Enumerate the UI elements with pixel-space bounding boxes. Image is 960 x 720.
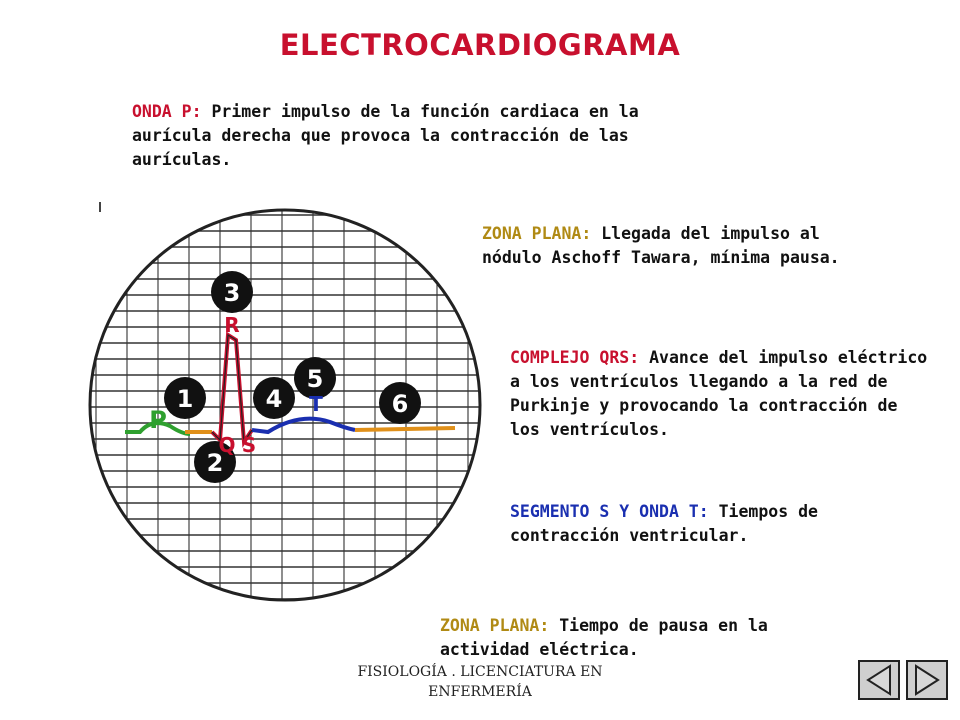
- zona-plana-1-label: ZONA PLANA:: [482, 224, 592, 243]
- marker-6: 6: [379, 382, 421, 424]
- svg-text:1: 1: [177, 385, 194, 413]
- marker-2: 2: [194, 441, 236, 483]
- complejo-qrs-label: COMPLEJO QRS:: [510, 348, 640, 367]
- segmento-st-label: SEGMENTO S Y ONDA T:: [510, 502, 709, 521]
- triangle-left-icon: [866, 664, 891, 696]
- p-wave: [125, 421, 191, 436]
- svg-text:2: 2: [207, 449, 224, 477]
- ecg-circle-border: [88, 208, 482, 602]
- next-slide-button[interactable]: [906, 660, 948, 700]
- footer-line-2: ENFERMERÍA: [428, 684, 532, 700]
- marker-3: 3: [211, 271, 253, 313]
- svg-text:3: 3: [224, 279, 241, 307]
- flat-segment-2: [354, 426, 456, 432]
- segmento-st-text: Tiempos de contracción ventricular.: [510, 502, 818, 545]
- svg-text:4: 4: [266, 385, 283, 413]
- triangle-right-icon: [915, 664, 940, 696]
- onda-p-text: Primer impulso de la función cardiaca en…: [132, 102, 639, 169]
- zona-plana-2-description: ZONA PLANA: Tiempo de pausa en la activi…: [440, 614, 860, 662]
- onda-p-label: ONDA P:: [132, 102, 202, 121]
- marker-5: 5: [294, 357, 336, 399]
- t-wave: [251, 416, 356, 435]
- complejo-qrs-description: COMPLEJO QRS: Avance del impulso eléctri…: [510, 346, 930, 442]
- q-label: Q: [218, 433, 235, 457]
- footer: FISIOLOGÍA . LICENCIATURA EN ENFERMERÍA: [310, 662, 650, 702]
- zona-plana-2-text: Tiempo de pausa en la actividad eléctric…: [440, 616, 768, 659]
- r-label: R: [224, 313, 239, 337]
- onda-p-description: ONDA P: Primer impulso de la función car…: [132, 100, 662, 172]
- svg-text:6: 6: [392, 390, 409, 418]
- segmento-st-description: SEGMENTO S Y ONDA T: Tiempos de contracc…: [510, 500, 930, 548]
- complejo-qrs-text: Avance del impulso eléctrico a los ventr…: [510, 348, 928, 439]
- p-label: P: [149, 406, 167, 434]
- page-title: ELECTROCARDIOGRAMA: [279, 28, 681, 62]
- zona-plana-2-label: ZONA PLANA:: [440, 616, 550, 635]
- footer-line-1: FISIOLOGÍA . LICENCIATURA EN: [357, 664, 603, 680]
- zona-plana-1-description: ZONA PLANA: Llegada del impulso al nódul…: [482, 222, 862, 270]
- marker-4: 4: [253, 377, 295, 419]
- svg-text:5: 5: [307, 365, 324, 393]
- marker-1: 1: [164, 377, 206, 419]
- s-label: S: [242, 433, 256, 457]
- t-label: T: [309, 392, 323, 416]
- prev-slide-button[interactable]: [858, 660, 900, 700]
- zona-plana-1-text: Llegada del impulso al nódulo Aschoff Ta…: [482, 224, 840, 267]
